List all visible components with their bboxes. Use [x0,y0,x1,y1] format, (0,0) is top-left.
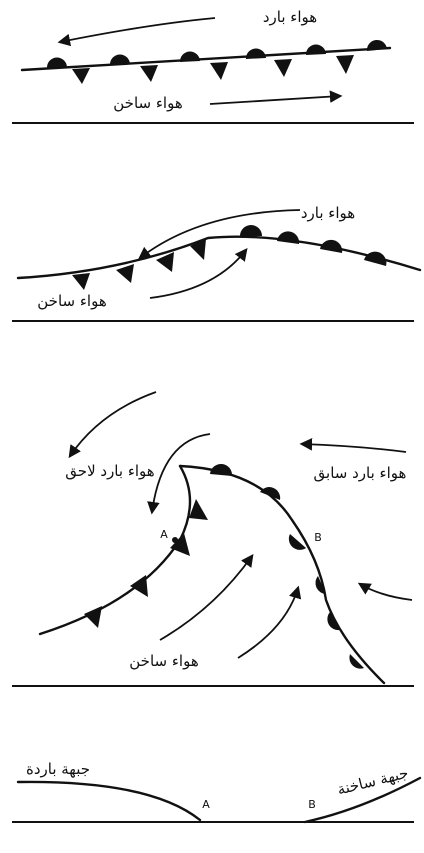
panel-cross-section: جبهة باردة A جبهة ساخنة B [12,760,422,824]
cold-air-label: هواء بارد [301,204,355,222]
warm-front-symbols [46,39,387,68]
point-b-label: B [314,531,322,544]
cold-air-arrow [137,209,301,260]
warm-air-label: هواء ساخن [37,292,107,310]
cold-front-line [38,464,192,636]
warm-air-arrow-right [237,585,302,659]
warm-front-line [178,464,386,685]
cold-front-surface-line [16,780,202,822]
warm-air-label: هواء ساخن [113,94,183,112]
wave-front-line [16,235,422,280]
cold-air-label: هواء بارد [263,8,317,26]
warm-air-label: هواء ساخن [129,652,199,670]
panel-stationary-front: هواء بارد هواء ساخن [12,8,414,124]
cold-air-arrow-right [299,438,407,453]
panel-wave-formation: هواء بارد هواء ساخن [12,204,422,322]
warm-air-arrow [209,90,343,105]
point-a-label: A [202,798,210,811]
cold-front-label: جبهة باردة [26,760,90,778]
warm-air-arrow [149,248,248,299]
warm-air-arrow-left [159,553,254,641]
point-b-label: B [308,798,316,811]
point-a-dot [172,537,178,543]
cold-front-symbols [72,239,206,290]
warm-front-symbols [210,463,364,669]
cold-front-symbols [84,499,208,628]
cold-air-arrow [57,17,216,47]
cold-air-following-label: هواء بارد لاحق [65,462,155,480]
cold-air-arrow-upper-left [68,391,157,459]
panel-mature-cyclone: هواء بارد لاحق هواء بارد سابق A B هواء س… [12,391,414,687]
cold-air-arrow-lower-right [357,582,413,601]
warm-front-label: جبهة ساخنة [335,764,410,799]
point-a-label: A [160,528,168,541]
cold-front-symbols [72,55,354,84]
stationary-front-line [20,46,392,72]
warm-front-symbols [240,225,387,266]
cold-air-preceding-label: هواء بارد سابق [314,464,407,482]
warm-front-surface-line [303,776,422,824]
cold-air-arrow-curving [147,433,211,515]
